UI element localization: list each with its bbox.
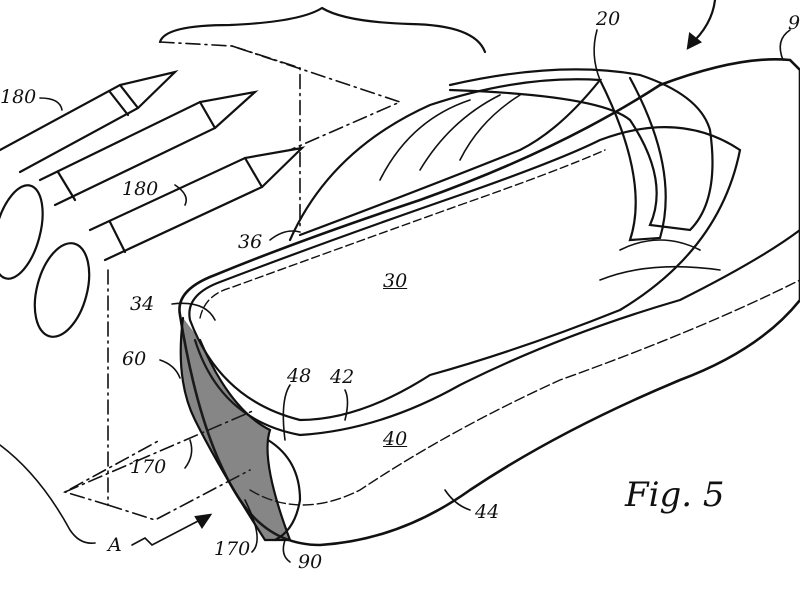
label-9: 9: [788, 12, 800, 34]
pencil-3: [88, 146, 306, 262]
strap-buckle: [598, 76, 667, 242]
label-A: A: [108, 534, 122, 556]
label-60: 60: [122, 348, 147, 370]
heel-grip: [179, 316, 292, 542]
label-34: 34: [130, 293, 155, 315]
pencil-1: [0, 70, 179, 174]
label-180-top: 180: [0, 86, 37, 108]
label-170-lower: 170: [214, 538, 251, 560]
leader-lines: [0, 29, 791, 563]
brace: [158, 6, 487, 54]
label-30: 30: [383, 270, 408, 292]
figure-caption: Fig. 5: [625, 475, 725, 515]
label-40: 40: [383, 428, 408, 450]
outsole-line: [249, 279, 800, 506]
label-36: 36: [238, 231, 263, 253]
footbed-inner: [199, 149, 606, 319]
sole-outline: [178, 58, 800, 547]
label-90: 90: [298, 551, 323, 573]
strap: [448, 68, 714, 232]
key-ring-2: [33, 242, 91, 338]
footbed-edge-lower: [193, 228, 800, 437]
pencil-2: [38, 90, 259, 207]
direction-arrow-head: [194, 513, 213, 530]
cavity-webbing: [379, 94, 721, 281]
label-42: 42: [330, 366, 355, 388]
key-ring-1: [0, 184, 44, 280]
label-180-mid: 180: [122, 178, 159, 200]
heel-pad: [266, 438, 302, 542]
label-48: 48: [287, 365, 312, 387]
footbed-outline: [188, 126, 742, 422]
reference-plane: [62, 41, 403, 521]
label-44: 44: [475, 501, 500, 523]
label-170-upper: 170: [130, 456, 167, 478]
view-arrow-head: [686, 31, 703, 50]
label-20: 20: [596, 8, 621, 30]
